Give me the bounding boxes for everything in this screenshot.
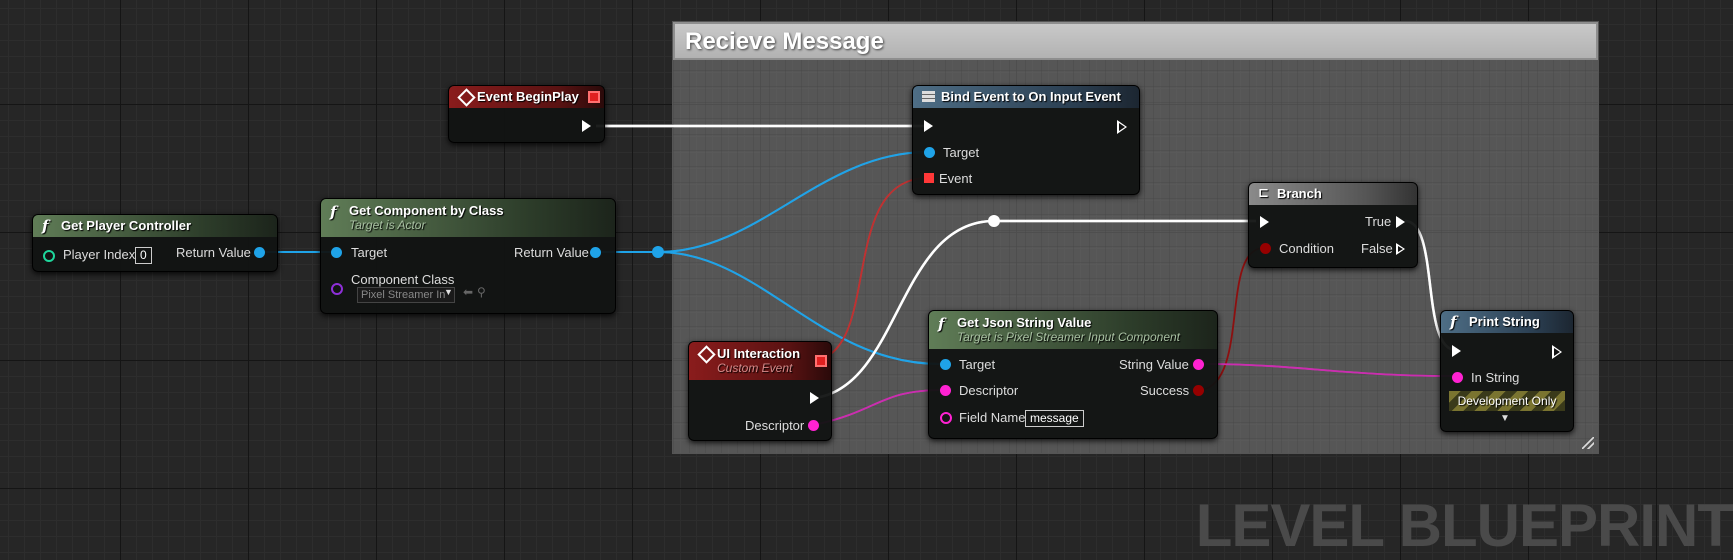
chevron-down-icon[interactable]: ▼ [444, 287, 453, 297]
function-icon: f [42, 217, 49, 235]
in-string-label: In String [1471, 370, 1520, 385]
descriptor-pin[interactable] [940, 385, 951, 396]
event-label: Event [939, 171, 973, 186]
field-name-input[interactable]: message [1025, 410, 1084, 427]
field-name-pin[interactable] [940, 412, 952, 424]
return-value-label: Return Value [514, 245, 589, 260]
function-icon: f [330, 203, 337, 221]
exec-in-pin[interactable] [1260, 216, 1269, 228]
node-title: Get Json String Value [957, 315, 1092, 330]
function-icon: f [938, 315, 945, 333]
condition-label: Condition [1279, 241, 1334, 256]
node-ui-interaction[interactable]: UI Interaction Custom Event Descriptor [688, 341, 832, 441]
node-subtitle: Target is Actor [349, 218, 426, 232]
target-pin[interactable] [924, 147, 935, 158]
target-pin[interactable] [940, 359, 951, 370]
descriptor-pin[interactable] [808, 420, 819, 431]
true-label: True [1365, 214, 1392, 229]
delegate-pin[interactable] [588, 91, 600, 103]
expand-chevron-icon[interactable]: ▼ [1500, 413, 1510, 424]
node-subtitle: Target is Pixel Streamer Input Component [957, 330, 1181, 344]
node-title: Get Component by Class [349, 203, 504, 218]
false-label: False [1361, 241, 1393, 256]
player-index-pin[interactable] [43, 250, 55, 262]
player-index-field[interactable]: 0 [135, 247, 152, 264]
node-subtitle: Custom Event [717, 361, 793, 375]
target-label: Target [959, 357, 996, 372]
string-value-pin[interactable] [1193, 359, 1204, 370]
development-only-banner: Development Only [1449, 391, 1565, 411]
node-title: Get Player Controller [61, 218, 192, 233]
target-label: Target [943, 145, 980, 160]
return-value-label: Return Value [176, 245, 251, 260]
search-icon[interactable]: ⚲ [477, 285, 486, 299]
exec-out-pin[interactable] [582, 120, 591, 132]
reroute-node-object [652, 246, 664, 258]
return-value-pin[interactable] [254, 247, 265, 258]
string-value-label: String Value [1119, 357, 1189, 372]
component-class-label: Component Class [351, 272, 455, 287]
exec-out-pin[interactable] [810, 392, 819, 404]
bind-event-icon [922, 91, 935, 102]
field-name-label: Field Name [959, 410, 1026, 425]
in-string-pin[interactable] [1452, 372, 1463, 383]
event-icon [457, 88, 476, 107]
return-value-pin[interactable] [590, 247, 601, 258]
true-exec-pin[interactable] [1396, 216, 1405, 228]
node-title: Branch [1277, 186, 1322, 201]
condition-pin[interactable] [1260, 243, 1271, 254]
exec-in-pin[interactable] [924, 120, 933, 132]
exec-out-pin[interactable] [1117, 120, 1127, 134]
node-title: Bind Event to On Input Event [941, 89, 1121, 104]
success-pin[interactable] [1193, 385, 1204, 396]
branch-icon: ⊏ [1258, 186, 1269, 201]
node-title: UI Interaction [717, 346, 801, 361]
target-pin[interactable] [331, 247, 342, 258]
function-icon: f [1450, 313, 1457, 331]
node-get-json-string-value[interactable]: f Get Json String Value Target is Pixel … [928, 310, 1218, 439]
event-pin[interactable] [924, 173, 934, 183]
player-index-label: Player Index [63, 247, 136, 262]
level-blueprint-watermark: LEVEL BLUEPRINT [1195, 492, 1733, 559]
exec-in-pin[interactable] [1452, 345, 1461, 357]
resize-grip-icon[interactable] [1582, 437, 1594, 449]
comment-title[interactable]: Recieve Message [673, 22, 1598, 60]
descriptor-label: Descriptor [959, 383, 1019, 398]
node-get-player-controller[interactable]: f Get Player Controller Player Index 0 R… [32, 214, 278, 272]
node-title: Print String [1469, 314, 1540, 329]
reroute-node-exec [988, 215, 1000, 227]
component-class-pin[interactable] [331, 283, 343, 295]
exec-out-pin[interactable] [1552, 345, 1562, 359]
delegate-pin[interactable] [815, 355, 827, 367]
node-print-string[interactable]: f Print String In String Development Onl… [1440, 310, 1574, 432]
node-title: Event BeginPlay [477, 89, 579, 104]
node-bind-event[interactable]: Bind Event to On Input Event Target Even… [912, 85, 1140, 195]
node-get-component-by-class[interactable]: f Get Component by Class Target is Actor… [320, 198, 616, 314]
false-exec-pin[interactable] [1396, 243, 1405, 255]
node-branch[interactable]: ⊏ Branch True Condition False [1248, 182, 1418, 268]
browse-arrow-icon[interactable]: ⬅ [463, 285, 474, 299]
success-label: Success [1140, 383, 1190, 398]
descriptor-label: Descriptor [745, 418, 805, 433]
event-icon [697, 345, 716, 364]
component-class-dropdown[interactable]: Pixel Streamer In [357, 287, 455, 303]
node-event-beginplay[interactable]: Event BeginPlay [448, 85, 605, 143]
target-label: Target [351, 245, 388, 260]
